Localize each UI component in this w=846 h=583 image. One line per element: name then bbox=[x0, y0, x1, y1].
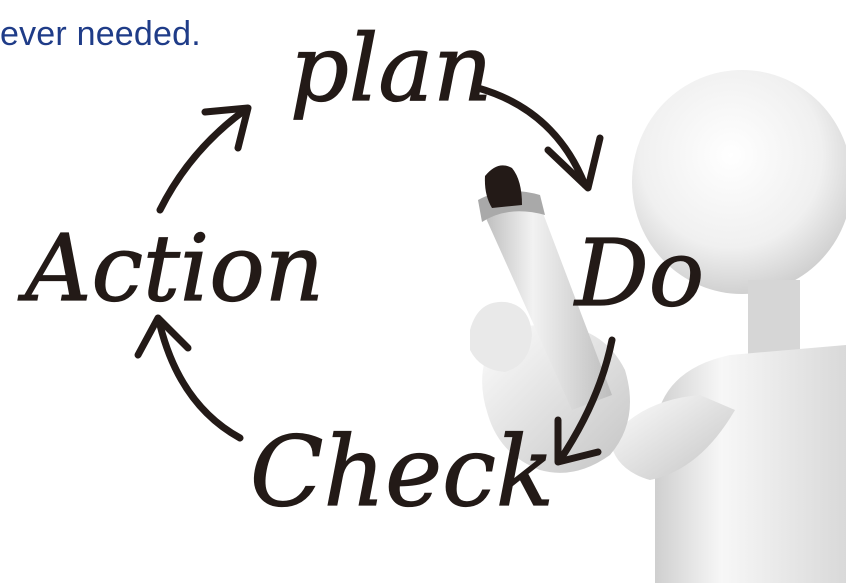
arrow-plan-to-do bbox=[474, 84, 589, 189]
figure-neck bbox=[748, 280, 800, 360]
marker-body bbox=[480, 200, 612, 410]
caption-text: ever needed. bbox=[0, 15, 201, 53]
figure-thumb bbox=[470, 301, 532, 372]
figure-head bbox=[632, 70, 846, 294]
arrow-plan-to-do-head bbox=[544, 134, 604, 192]
arrow-check-to-action-head bbox=[134, 314, 192, 359]
label-plan: plan bbox=[290, 15, 492, 122]
figure-forearm bbox=[610, 395, 735, 480]
label-check: Check bbox=[250, 416, 554, 528]
cycle-arrows-icon bbox=[134, 84, 616, 466]
arrow-check-to-action bbox=[156, 321, 244, 442]
person-with-marker-icon bbox=[470, 70, 846, 583]
arrow-do-to-check-head bbox=[554, 416, 602, 466]
arrow-do-to-check bbox=[556, 336, 616, 464]
arrow-action-to-plan-head bbox=[201, 104, 252, 152]
arrow-action-to-plan bbox=[156, 106, 249, 214]
marker-tip bbox=[484, 165, 522, 208]
label-action: Action bbox=[17, 215, 324, 322]
label-do: Do bbox=[573, 220, 704, 327]
